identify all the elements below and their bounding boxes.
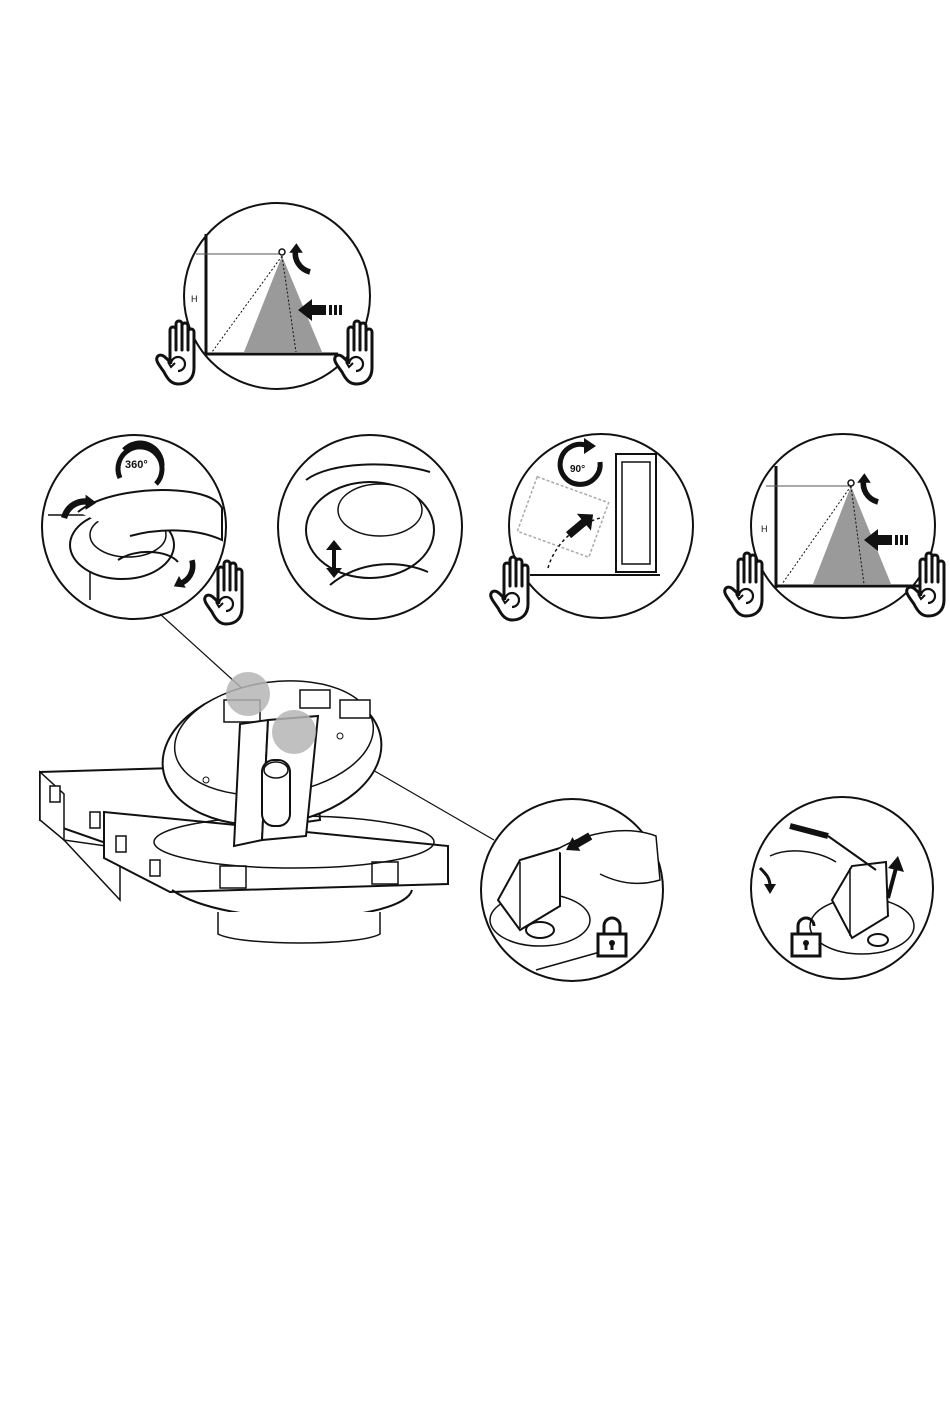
tilt-angle-label: 90° [570,464,585,475]
coverage-panel-top: H [157,203,372,389]
lift-adjust-panel [278,435,462,619]
coverage-panel-right: H [725,434,944,618]
sensor-dot [848,480,854,486]
hand-rotate-icon [491,557,528,620]
height-label: H [191,294,198,304]
hand-rotate-left-icon [157,321,194,384]
rotate-angle-label: 360° [125,459,148,471]
unlock-panel [751,797,933,979]
hand-rotate-left-icon [725,553,762,616]
lock-panel [481,799,663,981]
rotate-360-panel: 360° [42,435,242,624]
device-main-illustration [40,669,448,943]
tilt-90-panel: 90° [491,434,693,620]
height-label: H [761,524,768,534]
sensor-dot [279,249,285,255]
hinge-highlight [226,672,270,716]
lock-highlight [272,710,316,754]
